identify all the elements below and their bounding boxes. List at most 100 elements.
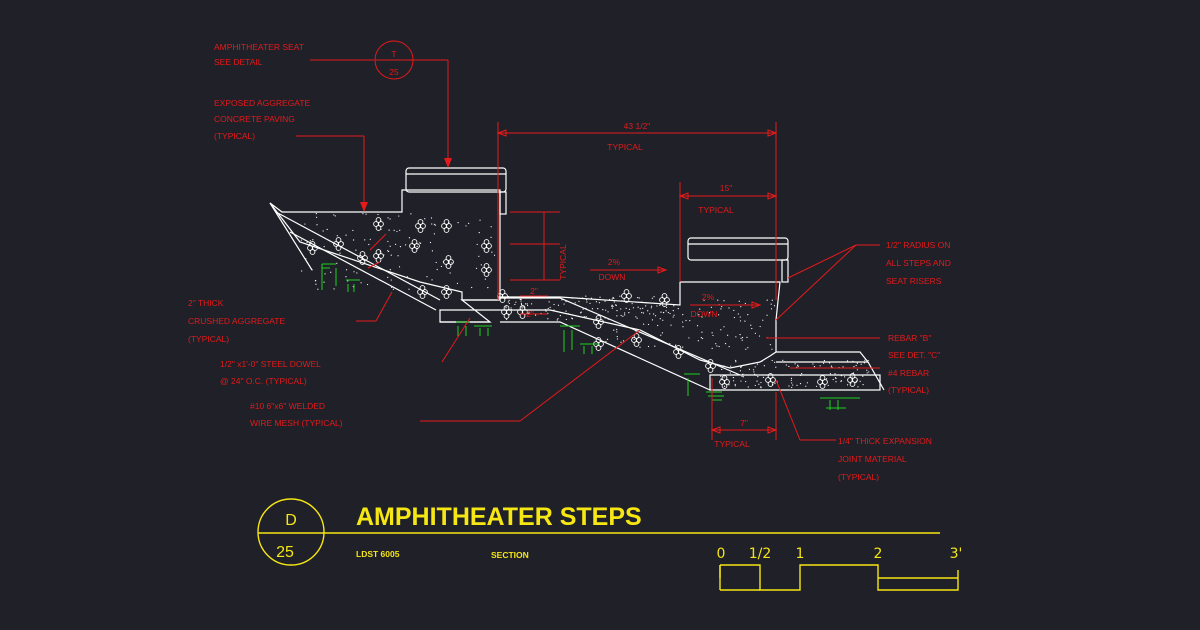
aggregate-dot	[820, 374, 823, 376]
aggregate-dot	[336, 262, 338, 264]
aggregate-dot	[866, 372, 868, 374]
detail-title: AMPHITHEATER STEPS	[356, 503, 642, 531]
aggregate-dot	[688, 337, 690, 339]
aggregate-dot	[326, 228, 328, 231]
aggregate-dot	[741, 339, 743, 341]
aggregate-dot	[476, 243, 478, 246]
aggregate-pebble	[633, 341, 640, 347]
aggregate-dot	[395, 243, 397, 245]
aggregate-dot	[654, 345, 656, 347]
aggregate-dot	[387, 217, 389, 219]
aggregate-dot	[480, 264, 482, 266]
aggregate-dot	[352, 239, 355, 241]
aggregate-pebble	[707, 367, 714, 373]
aggregate-dot	[487, 287, 489, 289]
aggregate-dot	[611, 304, 613, 306]
aggregate-dot	[647, 345, 650, 348]
aggregate-dot	[862, 375, 864, 377]
aggregate-pebble	[598, 319, 604, 325]
aggregate-dot	[399, 246, 402, 248]
aggregate-dot	[585, 307, 587, 309]
aggregate-dot	[623, 312, 626, 314]
aggregate-dot	[770, 303, 772, 305]
aggregate-dot	[762, 376, 765, 378]
aggregate-dot	[723, 376, 725, 378]
aggregate-dot	[672, 316, 674, 318]
aggregate-dot	[352, 229, 354, 232]
aggregate-dot	[774, 361, 776, 363]
aggregate-dot	[595, 301, 598, 303]
aggregate-dot	[723, 365, 725, 367]
aggregate-dot	[862, 384, 864, 386]
aggregate-dot	[788, 385, 790, 387]
aggregate-dot	[756, 380, 758, 382]
aggregate-dot	[506, 318, 508, 321]
aggregate-pebble	[819, 375, 826, 381]
aggregate-dot	[574, 302, 576, 304]
aggregate-dot	[390, 254, 392, 256]
aggregate-dot	[828, 362, 831, 364]
aggregate-dot	[456, 282, 459, 284]
aggregate-dot	[468, 222, 470, 224]
aggregate-dot	[612, 305, 614, 307]
aggregate-pebble	[417, 227, 424, 233]
aggregate-dot	[818, 361, 820, 363]
aggregate-dot	[739, 316, 741, 318]
aggregate-dot	[621, 300, 623, 302]
aggregate-dot	[490, 226, 492, 228]
aggregate-dot	[615, 304, 617, 307]
aggregate-dot	[547, 318, 549, 320]
aggregate-dot	[347, 280, 349, 282]
aggregate-dot	[703, 299, 705, 301]
aggregate-dot	[721, 306, 723, 308]
aggregate-dot	[746, 336, 748, 338]
aggregate-pebble	[338, 241, 344, 247]
callout-rebar-line4: (TYPICAL)	[888, 385, 929, 395]
aggregate-dot	[314, 280, 317, 282]
aggregate-pebble	[378, 253, 384, 259]
callout-crushed-line3: (TYPICAL)	[188, 334, 229, 344]
detail-view: SECTION	[491, 550, 529, 560]
aggregate-dot	[715, 343, 717, 345]
aggregate-dot	[781, 374, 784, 376]
aggregate-pebble	[375, 217, 382, 223]
aggregate-pebble	[312, 245, 318, 251]
aggregate-dot	[840, 380, 842, 382]
aggregate-dot	[434, 224, 436, 226]
aggregate-dot	[750, 324, 752, 326]
aggregate-dot	[599, 296, 601, 298]
aggregate-dot	[819, 365, 821, 367]
aggregate-dot	[597, 318, 599, 320]
aggregate-dot	[760, 381, 762, 384]
aggregate-pebble	[664, 297, 670, 303]
aggregate-dot	[583, 316, 585, 318]
aggregate-dot	[783, 361, 786, 363]
aggregate-dot	[771, 348, 773, 350]
aggregate-dot	[733, 309, 735, 312]
aggregate-dot	[754, 384, 756, 387]
aggregate-pebble	[502, 293, 508, 299]
aggregate-dot	[471, 286, 473, 289]
callout-crushed-line1: 2" THICK	[188, 298, 224, 308]
aggregate-dot	[589, 302, 591, 305]
aggregate-dot	[739, 334, 741, 336]
aggregate-pebble	[375, 225, 382, 231]
aggregate-pebble	[623, 289, 630, 295]
aggregate-dot	[711, 347, 713, 349]
aggregate-dot	[451, 262, 453, 264]
dim-overall-note: TYPICAL	[607, 142, 643, 152]
aggregate-dot	[681, 321, 684, 323]
aggregate-dot	[478, 255, 480, 257]
aggregate-dot	[637, 297, 639, 299]
aggregate-dot	[720, 378, 722, 380]
aggregate-pebble	[661, 293, 668, 299]
aggregate-dot	[388, 250, 390, 253]
aggregate-pebble	[499, 297, 506, 303]
aggregate-pebble	[419, 285, 426, 291]
aggregate-dot	[605, 341, 607, 343]
aggregate-dot	[740, 380, 742, 382]
aggregate-dot	[368, 243, 370, 246]
aggregate-dot	[315, 213, 317, 215]
aggregate-dot	[591, 308, 594, 310]
aggregate-dot	[641, 301, 643, 303]
